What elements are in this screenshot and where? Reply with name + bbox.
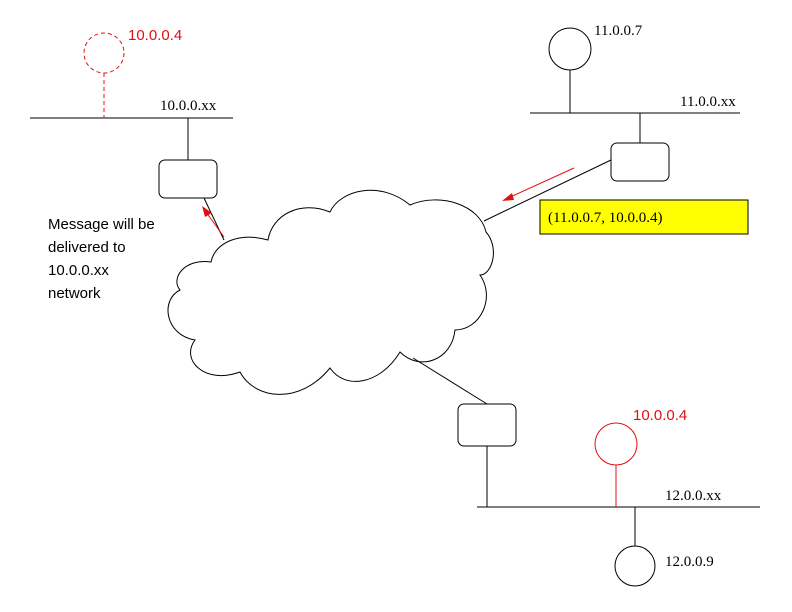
sender-host-circle (548, 27, 592, 71)
local-host-circle (614, 545, 656, 587)
network-label-10: 10.0.0.xx (160, 98, 217, 114)
local-host-label: 12.0.0.9 (665, 554, 714, 570)
packet-arrow-head (502, 193, 514, 201)
router-right-cloud-link (483, 159, 612, 222)
delivery-arrow-head (202, 206, 212, 217)
packet-arrow-line (507, 167, 575, 199)
packet-header-box (539, 199, 749, 235)
sender-host-label: 11.0.0.7 (594, 23, 643, 39)
router-left-cloud-link (203, 197, 225, 241)
ghost-host-circle (83, 32, 125, 74)
network-label-12: 12.0.0.xx (665, 488, 722, 504)
annotation-line-3: 10.0.0.xx (48, 262, 109, 279)
mobile-host-circle (594, 422, 638, 466)
internet-cloud (167, 189, 494, 395)
annotation-line-2: delivered to (48, 239, 126, 256)
ghost-host-label: 10.0.0.4 (128, 27, 182, 44)
annotation-line-1: Message will be (48, 216, 155, 233)
network-label-11: 11.0.0.xx (680, 94, 736, 110)
mobile-host-label: 10.0.0.4 (633, 407, 687, 424)
router-left (158, 159, 218, 199)
router-bottom (457, 403, 517, 447)
annotation-line-4: network (48, 285, 101, 302)
router-bottom-cloud-link (412, 357, 488, 405)
router-right (610, 142, 670, 182)
packet-header-label: (11.0.0.7, 10.0.0.4) (548, 210, 662, 226)
delivery-arrow-line (205, 211, 225, 238)
